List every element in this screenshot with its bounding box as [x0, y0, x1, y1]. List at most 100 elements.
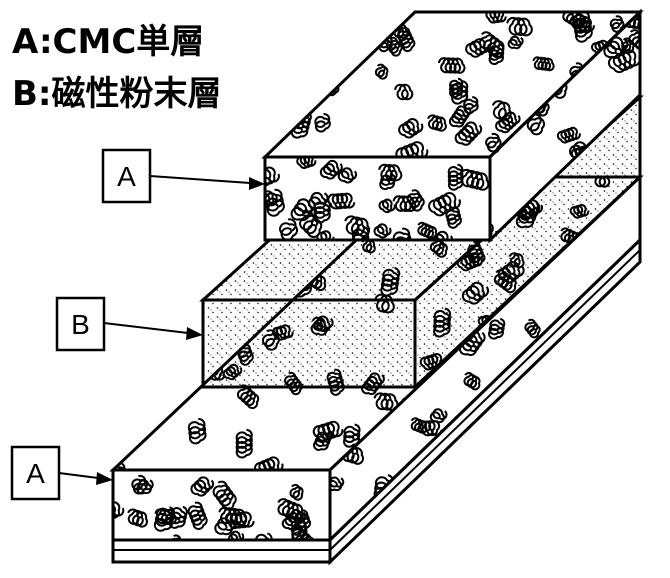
top-cmc-layer — [261, 8, 644, 244]
fiber-coil — [330, 476, 345, 492]
fiber-coil — [272, 102, 289, 121]
fiber-coil — [495, 451, 517, 470]
fiber-coil — [379, 173, 397, 191]
fiber-coil — [591, 39, 611, 55]
fiber-coil — [628, 29, 640, 53]
fiber-coil — [545, 406, 577, 425]
fiber-coil — [578, 396, 606, 417]
fiber-coil — [585, 477, 609, 493]
fiber-coil — [378, 35, 393, 53]
fiber-coil — [218, 506, 248, 527]
fiber-coil — [571, 16, 595, 34]
fiber-coil — [265, 38, 280, 64]
fiber-coil — [392, 195, 417, 213]
fiber-coil — [526, 414, 542, 432]
fiber-texture — [113, 474, 315, 540]
fiber-coil — [609, 15, 625, 33]
fiber-coil — [289, 483, 304, 501]
fiber-coil — [495, 111, 521, 134]
arrowhead-middle — [186, 327, 203, 340]
fiber-coil — [392, 227, 415, 240]
callout-middle-layer: B — [55, 296, 203, 352]
fiber-coil — [341, 444, 365, 465]
fiber-coil — [153, 506, 176, 532]
fiber-coil — [212, 480, 237, 511]
fiber-coil — [312, 420, 344, 442]
fiber-coil — [607, 49, 640, 74]
fiber-coil — [556, 461, 578, 470]
fiber-coil — [427, 114, 447, 132]
fiber-coil — [254, 456, 284, 470]
fiber-coil — [113, 390, 133, 410]
fiber-coil — [429, 408, 448, 424]
fiber-coil — [313, 198, 331, 224]
fiber-coil — [303, 35, 331, 52]
fiber-coil — [314, 113, 331, 133]
arrowhead-bottom — [96, 472, 113, 485]
fiber-texture — [265, 157, 490, 240]
fiber-coil — [611, 405, 631, 431]
fiber-coil — [508, 440, 531, 460]
fiber-coil — [113, 348, 135, 369]
fiber-coil — [613, 378, 636, 403]
fiber-coil — [313, 431, 333, 451]
fiber-coil — [124, 372, 148, 395]
callout-box-top — [101, 148, 152, 204]
fiber-coil — [394, 83, 414, 101]
fiber-coil — [406, 189, 425, 212]
fiber-coil — [163, 371, 187, 388]
fiber-coil — [122, 221, 148, 250]
fiber-coil — [373, 392, 399, 411]
fiber-coil — [337, 167, 358, 184]
fiber-coil — [294, 509, 312, 532]
arrowhead-top — [249, 177, 265, 190]
fiber-coil — [357, 12, 378, 40]
fiber-coil — [621, 37, 635, 54]
fiber-coil — [190, 193, 210, 213]
fiber-coil — [514, 432, 533, 454]
fiber-coil — [603, 36, 629, 59]
callout-arrow-top — [149, 175, 251, 184]
fiber-coil — [543, 376, 567, 402]
fiber-coil — [279, 218, 299, 240]
fiber-coil — [136, 384, 154, 406]
fiber-coil — [127, 508, 148, 528]
fiber-coil — [529, 490, 560, 514]
fiber-coil — [466, 431, 484, 447]
fiber-coil — [228, 530, 245, 540]
legend-cmc-layer: A:CMC単層 — [12, 22, 205, 62]
callout-top-layer: A — [101, 148, 265, 204]
fiber-coil — [281, 508, 306, 531]
fiber-coil — [278, 64, 308, 88]
middle-layer-front-face — [201, 298, 417, 389]
fiber-coil — [113, 351, 121, 372]
fiber-coil — [265, 29, 289, 50]
fiber-coil — [447, 163, 464, 191]
callout-bottom-layer: A — [10, 445, 113, 501]
fiber-coil — [113, 461, 127, 470]
fiber-coil — [190, 476, 215, 497]
fiber-coil — [290, 198, 316, 222]
fiber-coil — [445, 206, 462, 229]
fiber-coil — [526, 113, 546, 136]
fiber-coil — [113, 440, 119, 456]
fiber-coil — [308, 191, 329, 210]
legend-magnetic-powder-layer: B:磁性粉末層 — [12, 74, 222, 114]
fiber-coil — [538, 459, 555, 474]
fiber-coil — [590, 320, 607, 336]
fiber-coil — [319, 159, 343, 180]
fiber-coil — [524, 318, 541, 339]
fiber-coil — [138, 237, 167, 265]
fiber-coil — [236, 384, 260, 410]
fiber-coil — [378, 198, 396, 214]
fiber-coil — [417, 221, 438, 240]
fiber-coil — [113, 501, 125, 523]
fiber-coil — [154, 508, 177, 525]
fiber-coil — [562, 517, 579, 533]
fiber-coil — [269, 70, 290, 100]
fiber-coil — [438, 57, 466, 74]
fiber-coil — [398, 118, 424, 139]
fiber-coil — [291, 526, 315, 540]
fiber-coil — [314, 62, 334, 82]
